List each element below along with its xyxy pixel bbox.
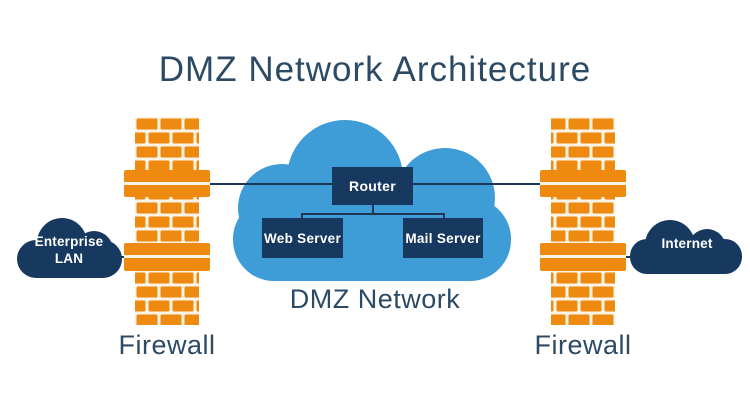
diagram-title: DMZ Network Architecture bbox=[158, 50, 592, 89]
enterprise-lan-cloud-shape bbox=[17, 218, 122, 278]
enterprise-lan-line2: LAN bbox=[54, 251, 84, 266]
firewall-right-shape bbox=[540, 117, 626, 325]
web-server-label: Web Server bbox=[263, 230, 342, 246]
router-node: Router bbox=[332, 167, 413, 205]
dmz-network-label: DMZ Network bbox=[289, 284, 461, 314]
firewall-left-label: Firewall bbox=[118, 330, 216, 360]
firewall-right-label: Firewall bbox=[534, 330, 632, 360]
mail-server-label: Mail Server bbox=[405, 230, 481, 246]
firewall-left-shape bbox=[124, 117, 210, 325]
enterprise-lan-label: Enterprise LAN bbox=[22, 231, 116, 271]
enterprise-lan-line1: Enterprise bbox=[34, 234, 104, 250]
web-server-node: Web Server bbox=[262, 218, 343, 258]
mail-server-node: Mail Server bbox=[403, 218, 483, 258]
router-label: Router bbox=[349, 178, 396, 194]
internet-label: Internet bbox=[661, 235, 713, 251]
internet-cloud-shape bbox=[630, 220, 742, 274]
